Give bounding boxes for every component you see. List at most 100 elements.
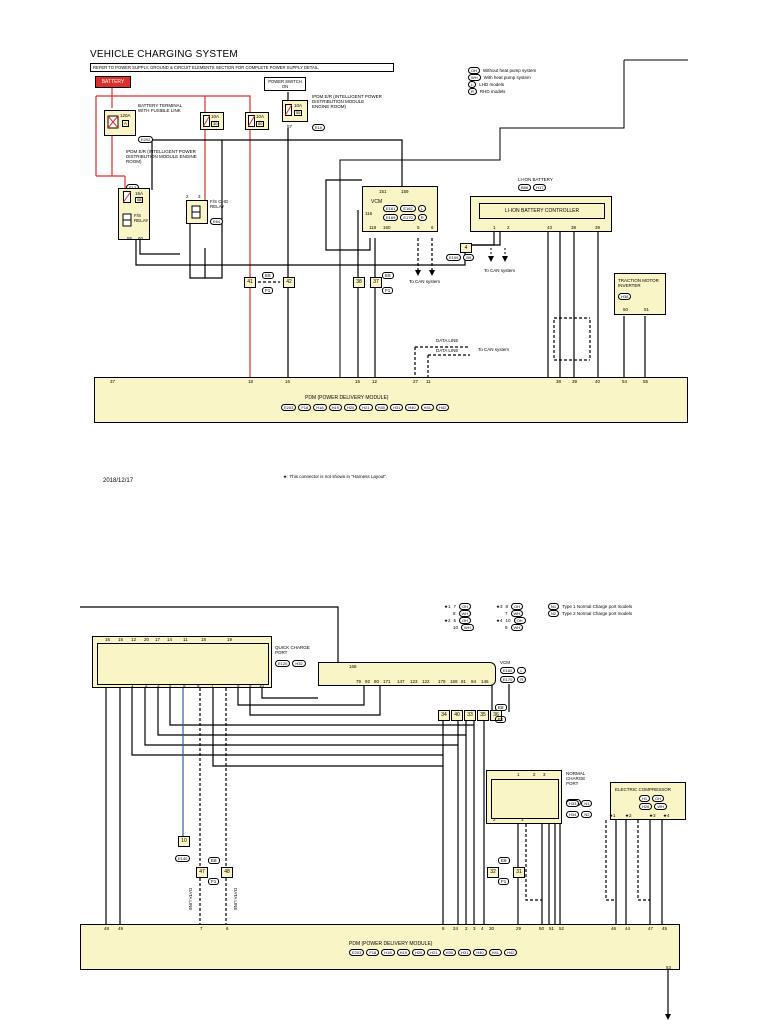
pin-label: 51 (549, 926, 555, 931)
connector-badge: E161 (383, 205, 399, 212)
legend-code: WH (461, 624, 474, 631)
joint-f1: F1 (382, 287, 394, 294)
connector-badge: H19 (328, 404, 342, 411)
pin-label: 118 (369, 225, 377, 230)
legend-num: 10 (505, 618, 511, 623)
vcm-bottom-label: VCM (500, 660, 510, 665)
connector-badge: E64 (210, 218, 224, 225)
pin-label: 12 (372, 379, 378, 384)
ipdm-top-conn: E10 (312, 116, 326, 134)
connector-badge: H31 (457, 949, 472, 956)
pin-label: 52 (559, 926, 565, 931)
liion-controller: LI-ION BATTERY CONTROLLER (479, 203, 605, 219)
joint-pin: 41 (244, 277, 256, 288)
legend-code: L (468, 81, 477, 88)
legend-code: N2 (548, 610, 560, 617)
connector-badge: B9 (463, 254, 475, 261)
fuse-30: 10A 30 (200, 112, 224, 130)
pin-label: 6 (226, 926, 229, 931)
pin-label: 1 (517, 772, 520, 777)
ncp-label: NORMAL CHARGE PORT (566, 771, 586, 786)
pdm-module-top: 37 18 16 15 12 27 11 38 39 40 54 55 PDM … (94, 377, 688, 423)
page-date: 2018/12/17 (103, 478, 134, 484)
qcp-inner (97, 643, 269, 685)
fusible-link: 120A A (104, 110, 136, 136)
pin-label: ★4 (663, 813, 670, 818)
pin-label: 160 (383, 225, 391, 230)
connector-badge: H32 (292, 660, 306, 667)
connector-badge: E140 (175, 855, 191, 862)
pin-label: 1 (493, 225, 496, 230)
legend-code: OH (459, 603, 472, 610)
legend-text: RHD models (479, 89, 506, 94)
pin-label: 171 (383, 679, 391, 684)
pin-label: 27 (413, 379, 419, 384)
legend-code: OH (511, 603, 524, 610)
pin-label: 51 (644, 307, 650, 312)
legend-mark: ★2 (444, 617, 451, 623)
connector-badge: E162 (500, 667, 516, 674)
pin-label: 116 (365, 211, 373, 216)
connector-badge: R (417, 214, 427, 221)
pin-label: 12 (131, 637, 137, 642)
connector-badge: H42 (436, 404, 450, 411)
pin-label: 169 (450, 679, 458, 684)
pin-label: 8 (237, 683, 240, 688)
legend-num: 7 (505, 611, 508, 616)
connector-badge: E202 (138, 136, 154, 143)
connector-badge: E120 (275, 660, 291, 667)
connector-badge: OH (652, 795, 665, 802)
connector-badge: H30 (374, 404, 388, 411)
relay-coil-icon (122, 213, 132, 227)
legend-code: OH (513, 617, 526, 624)
vcm-module-top: 151 159 VCM 116 E161 E162 L E169 E170 R … (362, 186, 438, 232)
legend-num: 10 (453, 625, 459, 630)
connector-badge: N2 (581, 811, 593, 818)
connector-badge: E170 (500, 676, 516, 683)
connector-badge: B86 (518, 184, 532, 191)
connector-badge: E162 (400, 205, 416, 212)
pin-label: 38 (556, 379, 562, 384)
pdm-conns: E203 F18 H18 H19 H20 H21 H30 H31 H40 H41… (349, 949, 518, 956)
connector-badge: H38 (618, 293, 632, 300)
connector-badge: E203 (281, 404, 297, 411)
fusible-link-conn: E202 (138, 128, 154, 146)
pin-label: 18 (248, 379, 254, 384)
pin-label: 6 (197, 683, 200, 688)
quick-charge-port: 16 15 12 20 17 14 11 18 19 1 2 3 4 5 6 7… (92, 636, 272, 688)
fuse-icon (248, 115, 255, 127)
pin-label: 50 (623, 307, 629, 312)
pin-label: 3 (198, 194, 201, 199)
joint-pin: 47 (196, 867, 208, 878)
joint-f1: F1 (208, 878, 220, 885)
pin-label: 2 (465, 926, 468, 931)
pin-label: 2 (493, 817, 496, 822)
pin-label: 43 (547, 225, 553, 230)
connector-badge: H30 (442, 949, 456, 956)
pin-label: 2 (533, 772, 536, 777)
connector-badge: L (417, 205, 426, 212)
pin-label: 94 (471, 679, 477, 684)
normal-charge-port: 1 2 3 2 3 (486, 770, 562, 824)
pin-label: 4 (481, 926, 484, 931)
pin-label: 146 (481, 679, 489, 684)
joint-pin: 42 (283, 277, 295, 288)
connector-badge: H26 (639, 803, 653, 810)
pin-label: 9 (249, 683, 252, 688)
compressor-label: ELECTRIC COMPRESSOR (615, 787, 672, 792)
pin-label: 5 (183, 683, 186, 688)
pin-label: 29 (516, 926, 522, 931)
pin-label: 38 (571, 225, 577, 230)
data-line-vertical-1: DATA LINE (188, 888, 193, 911)
